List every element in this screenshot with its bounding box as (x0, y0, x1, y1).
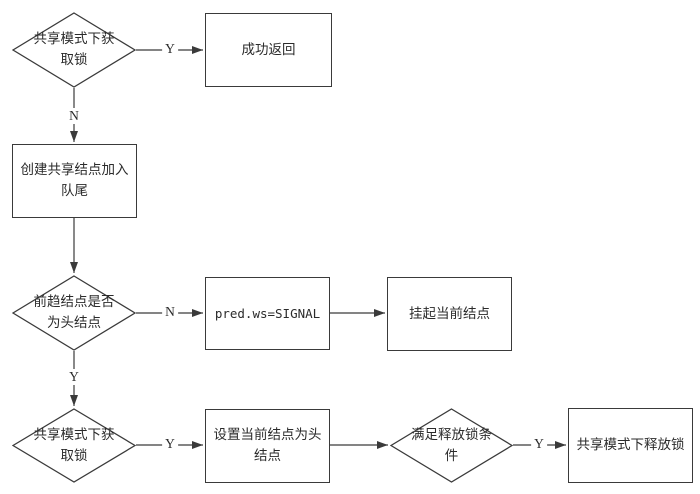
edge-label-acquire1-yes: Y (162, 41, 178, 57)
diamond-shape (390, 408, 513, 483)
process-set-pred-signal: pred.ws=SIGNAL (205, 277, 330, 350)
process-release-shared: 共享模式下释放锁 (568, 408, 693, 483)
node-label: 满足释放锁条 件 (411, 426, 492, 463)
decision-acquire-shared-1: 共享模式下获 取锁 (12, 12, 136, 88)
node-label: 挂起当前结点 (409, 305, 490, 321)
node-label: 设置当前结点为头 结点 (213, 427, 322, 463)
edge-label-release-yes: Y (531, 436, 547, 452)
decision-acquire-shared-2: 共享模式下获 取锁 (12, 408, 136, 483)
edge-label-pred-no: N (162, 304, 178, 320)
process-return-success: 成功返回 (205, 13, 332, 87)
diamond-shape (12, 12, 136, 88)
node-label: 创建共享结点加入 队尾 (20, 162, 129, 198)
process-set-head: 设置当前结点为头 结点 (205, 409, 330, 483)
node-label: 前趋结点是否 为头结点 (33, 294, 115, 330)
process-create-node-enqueue: 创建共享结点加入 队尾 (12, 144, 137, 218)
diamond-shape (12, 275, 136, 351)
edge-label-acquire1-no: N (66, 108, 82, 124)
diamond-shape (12, 408, 136, 483)
node-label: 成功返回 (241, 41, 296, 57)
edge-label-acquire2-yes: Y (162, 436, 178, 452)
edge-label-pred-yes: Y (66, 369, 82, 385)
node-label: 共享模式下获 取锁 (33, 31, 115, 67)
node-label: pred.ws=SIGNAL (214, 305, 321, 321)
node-label: 共享模式下获 取锁 (33, 426, 115, 463)
decision-release-condition: 满足释放锁条 件 (390, 408, 513, 483)
node-label: 共享模式下释放锁 (576, 437, 685, 453)
decision-pred-is-head: 前趋结点是否 为头结点 (12, 275, 136, 351)
process-park-current: 挂起当前结点 (387, 277, 512, 351)
